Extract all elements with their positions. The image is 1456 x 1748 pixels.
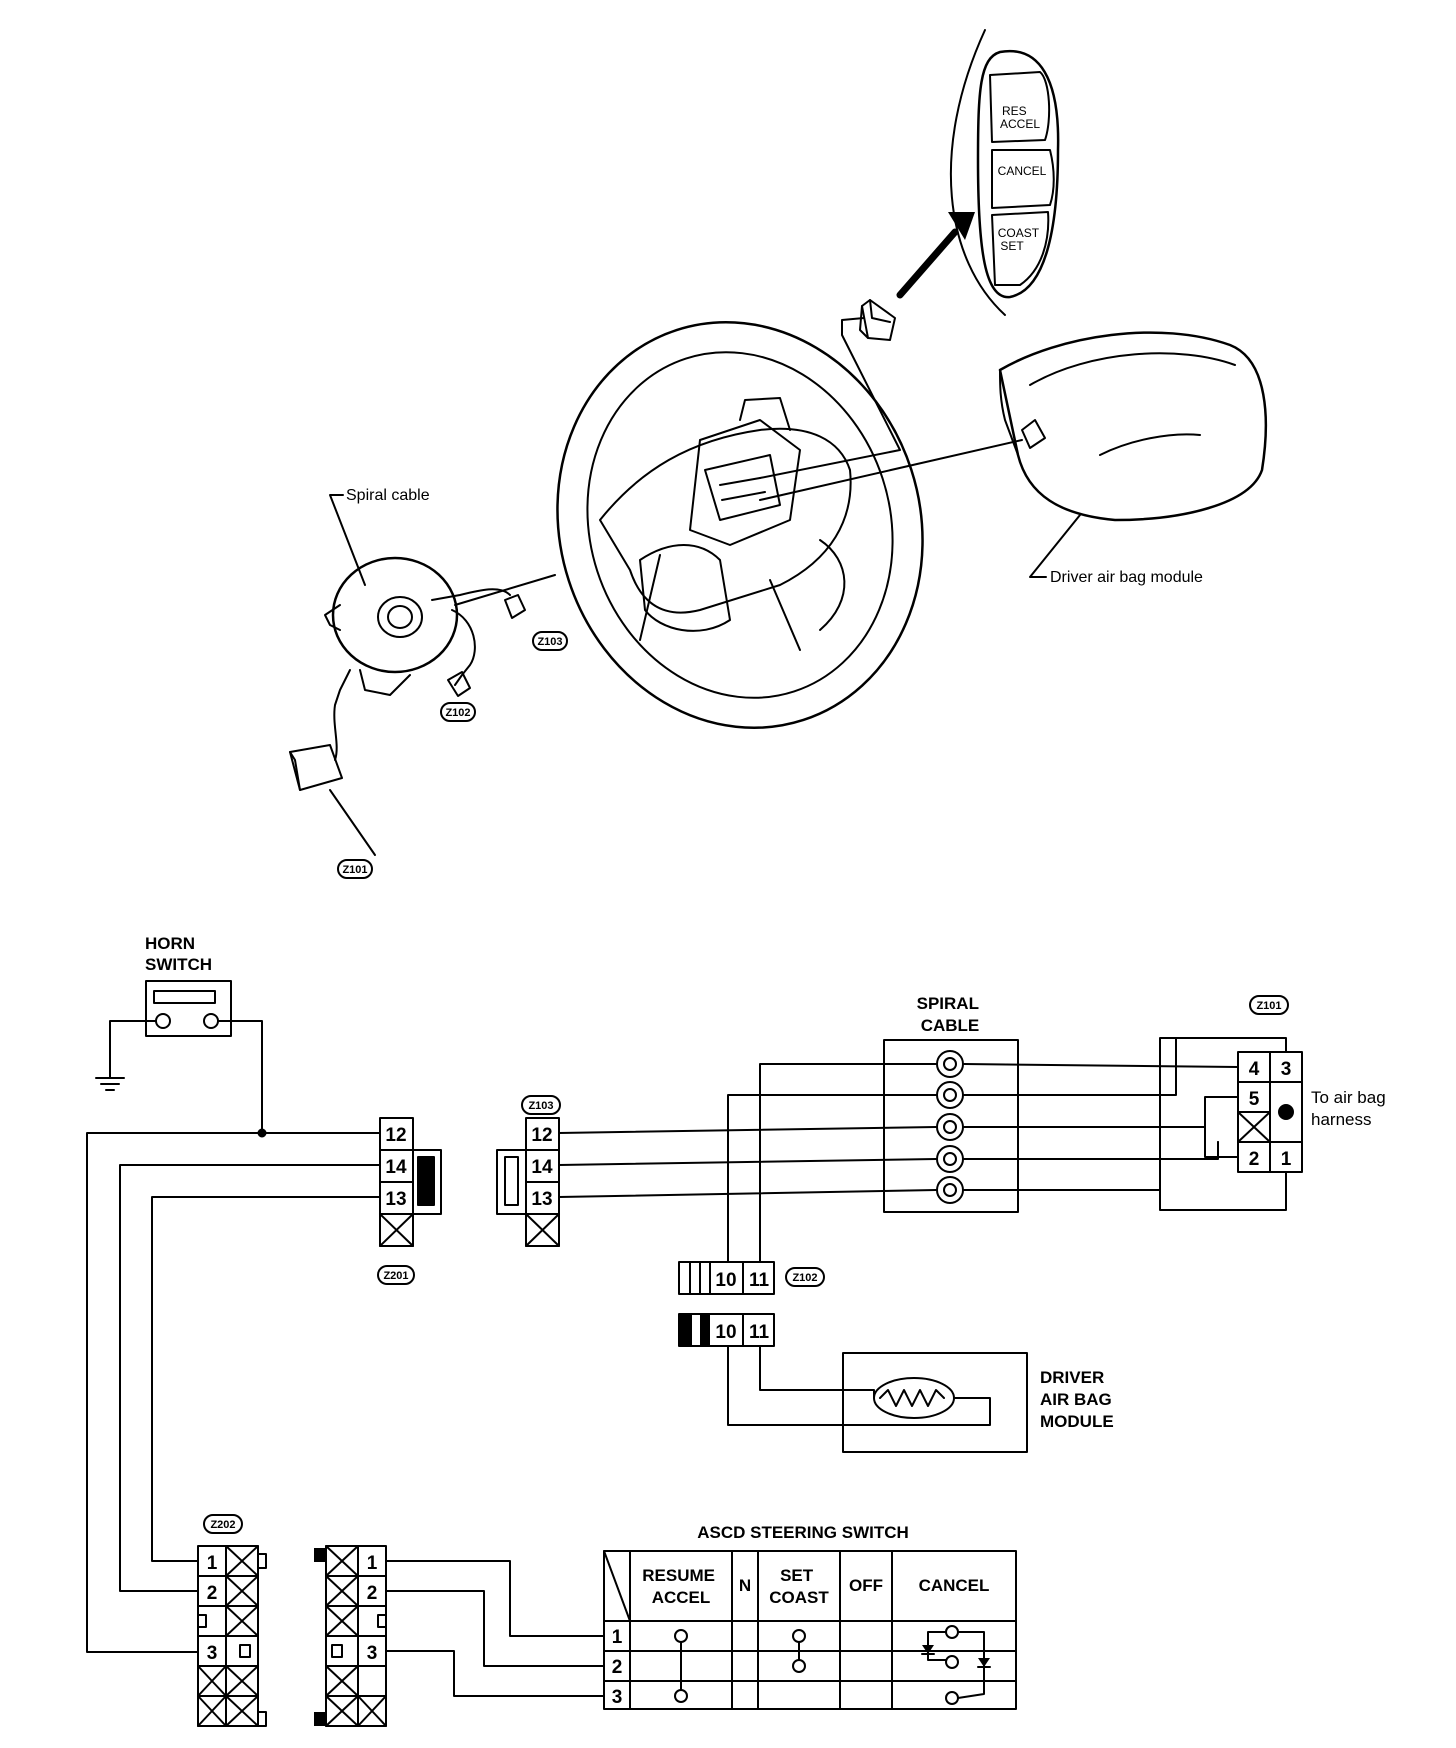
driver-airbag-label: DRIVER AIR BAG MODULE bbox=[1040, 1368, 1117, 1431]
ascd-wires bbox=[385, 1560, 605, 1697]
header-set-coast: SET COAST bbox=[769, 1566, 829, 1607]
tag-z102-illustration: Z102 bbox=[445, 707, 470, 719]
tag-z202: Z202 bbox=[210, 1519, 235, 1531]
z202-pin-3: 3 bbox=[207, 1643, 218, 1664]
tag-z102: Z102 bbox=[792, 1272, 817, 1284]
header-n: N bbox=[739, 1576, 751, 1595]
z101-pin-2: 2 bbox=[1249, 1149, 1260, 1170]
tag-z101-illustration: Z101 bbox=[342, 864, 367, 876]
z201-wires bbox=[86, 1132, 381, 1653]
connector-z201: 12 14 13 Z201 bbox=[377, 1117, 442, 1285]
airbag-module bbox=[759, 331, 1268, 522]
airbag-module-label: Driver air bag module bbox=[1050, 569, 1203, 586]
pointer-arrow bbox=[896, 212, 975, 299]
switch-side-pin-1: 1 bbox=[367, 1553, 378, 1574]
spiral-cable-part: Spiral cable Driver air bag module bbox=[289, 487, 1203, 856]
ascd-switch-table: ASCD STEERING SWITCH RESUME ACCEL N SET … bbox=[603, 1523, 1017, 1710]
spiral-cable-title: SPIRAL CABLE bbox=[917, 994, 984, 1035]
module-pin-10: 10 bbox=[715, 1322, 736, 1343]
header-resume-accel: RESUME ACCEL bbox=[642, 1566, 719, 1607]
connector-z202: Z202 1 2 3 bbox=[197, 1514, 267, 1727]
tag-z103: Z103 bbox=[528, 1100, 553, 1112]
horn-switch-label: HORN SWITCH bbox=[145, 934, 212, 974]
z102-pin-11: 11 bbox=[749, 1270, 770, 1291]
z103-spiral-wires bbox=[558, 1063, 937, 1263]
tag-z201: Z201 bbox=[383, 1270, 408, 1282]
ascd-row-2: 2 bbox=[612, 1657, 623, 1678]
z201-pin-14: 14 bbox=[385, 1157, 407, 1178]
z202-pin-1: 1 bbox=[207, 1553, 218, 1574]
ascd-row-1: 1 bbox=[612, 1627, 623, 1648]
connector-switch-side: 1 2 3 bbox=[314, 1545, 387, 1727]
z103-pin-12: 12 bbox=[531, 1125, 552, 1146]
steering-wheel bbox=[556, 321, 924, 729]
z103-pin-14: 14 bbox=[531, 1157, 553, 1178]
z103-pin-13: 13 bbox=[531, 1189, 552, 1210]
switch-side-pin-3: 3 bbox=[367, 1643, 378, 1664]
z101-pin-1: 1 bbox=[1281, 1149, 1292, 1170]
ascd-row-3: 3 bbox=[612, 1687, 623, 1708]
z102-pin-10: 10 bbox=[715, 1270, 736, 1291]
z101-pin-4: 4 bbox=[1249, 1059, 1260, 1080]
z201-pin-12: 12 bbox=[385, 1125, 406, 1146]
header-off: OFF bbox=[849, 1576, 883, 1595]
driver-airbag-block: DRIVER AIR BAG MODULE bbox=[727, 1345, 1117, 1453]
ascd-title: ASCD STEERING SWITCH bbox=[697, 1523, 909, 1542]
connector-z103: Z103 12 14 13 bbox=[496, 1095, 561, 1247]
z202-pin-2: 2 bbox=[207, 1583, 218, 1604]
res-accel-label: RES ACCEL bbox=[1000, 104, 1040, 131]
module-pin-11: 11 bbox=[749, 1322, 770, 1343]
tag-z101: Z101 bbox=[1256, 1000, 1281, 1012]
connector-module-side: 10 11 bbox=[678, 1313, 775, 1347]
schematic: HORN SWITCH 12 14 13 Z201 bbox=[86, 934, 1390, 1727]
connector-z102: 10 11 Z102 bbox=[678, 1261, 825, 1295]
spiral-coils bbox=[936, 1050, 964, 1204]
illustration: RES ACCEL CANCEL COAST SET bbox=[289, 29, 1268, 879]
illustration-connector-tags: Z103 Z102 Z101 bbox=[337, 631, 568, 879]
connector-z101: Z101 4 3 5 2 1 To air bag harness bbox=[1237, 995, 1390, 1173]
switch-pad-closeup: RES ACCEL CANCEL COAST SET bbox=[949, 29, 1060, 316]
z201-pin-13: 13 bbox=[385, 1189, 406, 1210]
switch-side-pin-2: 2 bbox=[367, 1583, 378, 1604]
spiral-cable-label: Spiral cable bbox=[346, 487, 430, 504]
horn-switch: HORN SWITCH bbox=[95, 934, 267, 1138]
z101-pin-5: 5 bbox=[1249, 1089, 1260, 1110]
z101-pin-3: 3 bbox=[1281, 1059, 1292, 1080]
cancel-label: CANCEL bbox=[998, 164, 1047, 178]
to-airbag-harness-label: To air bag harness bbox=[1311, 1088, 1390, 1129]
spiral-z101-wires bbox=[963, 1037, 1287, 1211]
spiral-cable-block: SPIRAL CABLE bbox=[883, 994, 1019, 1213]
switch-connector bbox=[759, 299, 901, 479]
tag-z103-illustration: Z103 bbox=[537, 636, 562, 648]
coast-set-label: COAST SET bbox=[998, 226, 1042, 253]
header-cancel: CANCEL bbox=[919, 1576, 990, 1595]
